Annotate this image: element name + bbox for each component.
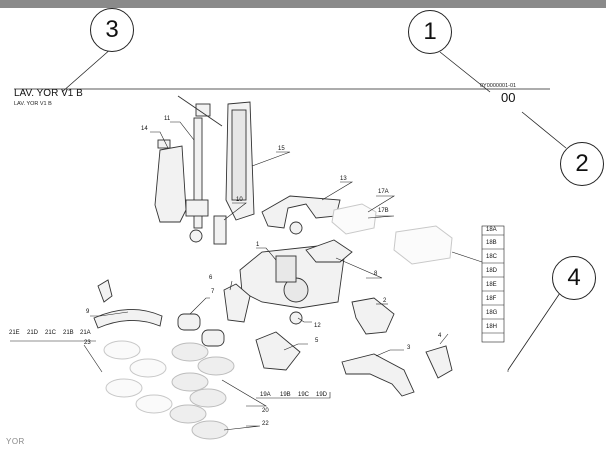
label-22: 22	[262, 421, 269, 427]
part-3-blade	[341, 353, 415, 397]
label-17a: 17A	[378, 189, 389, 195]
label-21a: 21A	[80, 330, 91, 336]
callout-1-leader	[439, 51, 491, 93]
label-19d: 19D	[316, 392, 328, 398]
label-8: 8	[374, 271, 378, 277]
label-21d: 21D	[27, 330, 39, 336]
label-7: 7	[211, 289, 215, 295]
callout-1-number: 1	[423, 18, 437, 45]
label-19a: 19A	[260, 392, 271, 398]
disc-group-dark	[169, 342, 235, 440]
label-19b: 19B	[280, 392, 291, 398]
part-13-cover	[261, 195, 341, 229]
label-14: 14	[141, 126, 148, 132]
label-18c: 18C	[486, 254, 498, 260]
document-number: 0Y0000001-01	[480, 83, 517, 89]
callout-2: 2	[560, 142, 604, 186]
part-11-grip	[195, 103, 211, 117]
callout-2-number: 2	[575, 150, 589, 177]
label-9: 9	[86, 309, 90, 315]
part-18-ghost	[393, 225, 453, 265]
label-17b: 17B	[378, 208, 389, 214]
callout-3-leader	[61, 47, 113, 93]
label-23: 23	[84, 340, 91, 346]
callout-2-leader	[521, 111, 567, 149]
label-19c: 19C	[298, 392, 310, 398]
drawing-subtitle: LAV. YOR V1 B	[14, 101, 52, 107]
label-18d: 18D	[486, 268, 498, 274]
part-10-brush	[213, 215, 227, 245]
label-11: 11	[164, 116, 171, 122]
label-18a: 18A	[486, 227, 497, 233]
callout-4-leader	[507, 289, 563, 371]
label-4: 4	[438, 333, 442, 339]
label-15: 15	[278, 146, 285, 152]
label-18f: 18F	[486, 296, 497, 302]
callout-4-number: 4	[567, 264, 581, 291]
brand-logo: YOR	[6, 437, 25, 446]
top-bar	[0, 0, 606, 8]
part-11-shaft	[193, 117, 203, 229]
callout-1: 1	[408, 10, 452, 54]
label-6: 6	[209, 275, 213, 281]
label-18h: 18H	[486, 324, 497, 330]
label-21c: 21C	[45, 330, 57, 336]
drawing-title: LAV. YOR V1 B	[14, 88, 83, 99]
part-2-assembly	[351, 297, 395, 335]
label-21e: 21E	[9, 330, 20, 336]
disc-group-light	[103, 340, 173, 414]
label-18b: 18B	[486, 240, 497, 246]
label-12: 12	[314, 323, 321, 329]
part-8-pump	[305, 239, 353, 263]
part-7-pad-a	[177, 313, 201, 331]
part-labels: 1 2 3 4 5 6 7 8 9 10 11 12 13 14 15 17A …	[9, 116, 498, 427]
label-2: 2	[383, 298, 387, 304]
part-4-bracket	[425, 345, 453, 379]
callout-4: 4	[552, 256, 596, 300]
label-5: 5	[315, 338, 319, 344]
label-18g: 18G	[486, 310, 498, 316]
label-13: 13	[340, 176, 347, 182]
part-6-squeegee-mount	[223, 283, 251, 323]
part-14-cap	[157, 139, 171, 149]
label-1: 1	[256, 242, 260, 248]
part-7-pad-b	[201, 329, 225, 347]
label-10: 10	[236, 197, 243, 203]
revision-number: 00	[501, 90, 516, 105]
part-12-washer	[289, 311, 303, 325]
part-17-ghost	[331, 203, 377, 235]
label-20: 20	[262, 408, 269, 414]
label-3: 3	[407, 345, 411, 351]
part-14-tank	[154, 145, 187, 223]
part-9-squeegee	[93, 309, 163, 329]
part-5-wheel-bracket	[255, 331, 301, 371]
callout-3-number: 3	[105, 16, 119, 43]
callout-3: 3	[90, 8, 134, 52]
label-21b: 21B	[63, 330, 74, 336]
label-18e: 18E	[486, 282, 497, 288]
